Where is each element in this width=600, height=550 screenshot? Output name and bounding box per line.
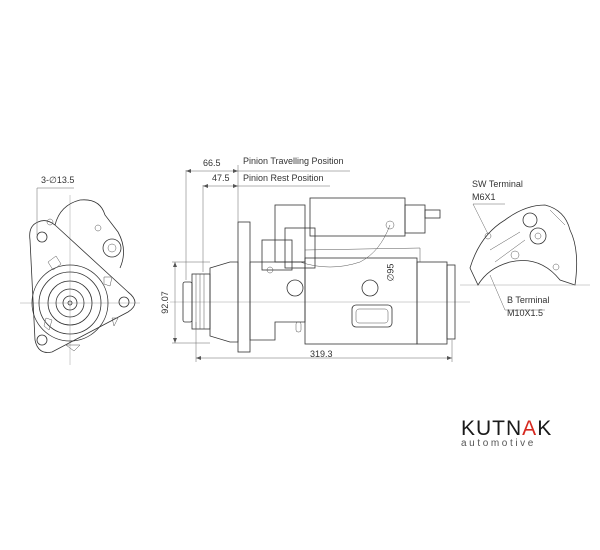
pinion-rest-dimension: 47.5	[212, 173, 230, 183]
rear-view	[460, 203, 590, 311]
sw-terminal-label: SW Terminal	[472, 179, 523, 189]
overall-length-dimension: 319.3	[310, 349, 333, 359]
pinion-travel-label: Pinion Travelling Position	[243, 156, 344, 166]
sw-terminal-thread: M6X1	[472, 192, 496, 202]
brand-logo: KUTNAK automotive	[461, 418, 552, 449]
pinion-travel-dimension: 66.5	[203, 158, 221, 168]
mounting-hole-callout: 3-∅13.5	[41, 175, 75, 185]
b-terminal-thread: M10X1.5	[507, 308, 544, 318]
pinion-rest-label: Pinion Rest Position	[243, 173, 324, 183]
brand-tagline: automotive	[461, 438, 536, 449]
b-terminal-label: B Terminal	[507, 295, 550, 305]
brand-name: KUTNAK	[461, 417, 553, 440]
side-view	[170, 165, 470, 362]
front-view	[20, 187, 140, 365]
pilot-diameter-dimension: 92.07	[159, 291, 170, 314]
body-diameter-dimension: ∅95	[385, 263, 396, 282]
